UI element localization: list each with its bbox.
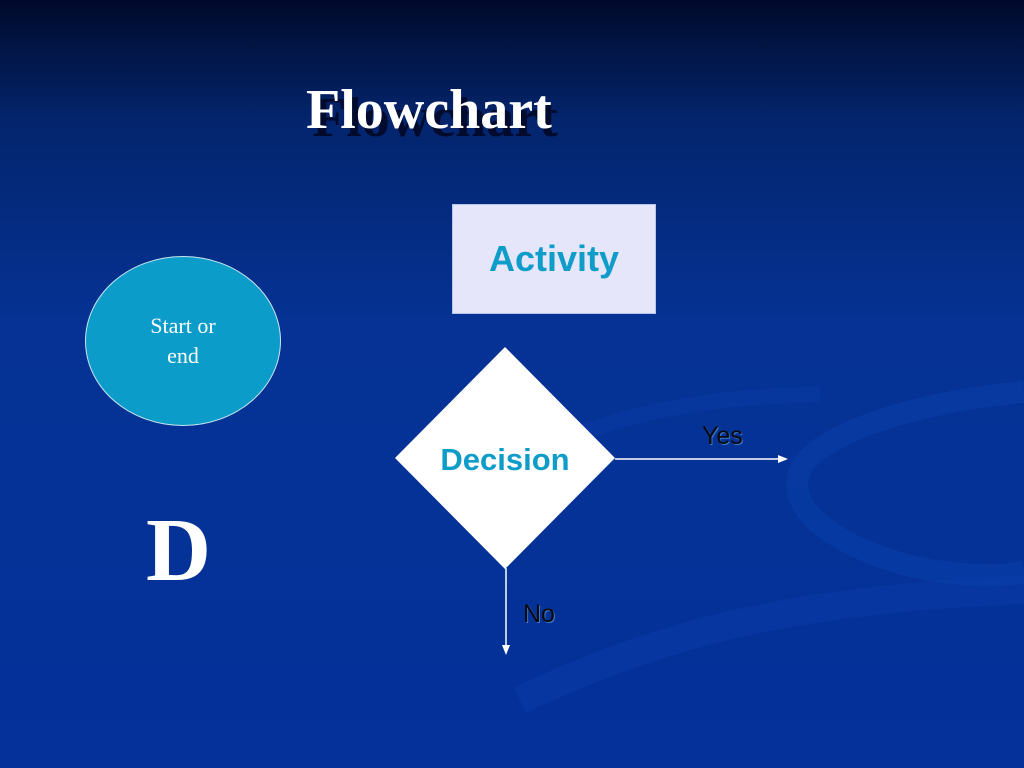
letter-d: D bbox=[146, 501, 211, 600]
decision-shape bbox=[395, 347, 615, 569]
terminator-shape: Start or end bbox=[85, 256, 281, 426]
decision-label: Decision bbox=[440, 442, 570, 477]
terminator-label: Start or end bbox=[150, 313, 216, 368]
no-arrowhead bbox=[502, 645, 510, 655]
activity-shape: Activity bbox=[452, 204, 656, 314]
yes-arrowhead bbox=[778, 455, 788, 463]
slide-title: Flowchart bbox=[306, 79, 552, 141]
activity-label: Activity bbox=[488, 238, 620, 279]
yes-label: Yes bbox=[702, 422, 743, 450]
no-label: No bbox=[523, 600, 555, 628]
